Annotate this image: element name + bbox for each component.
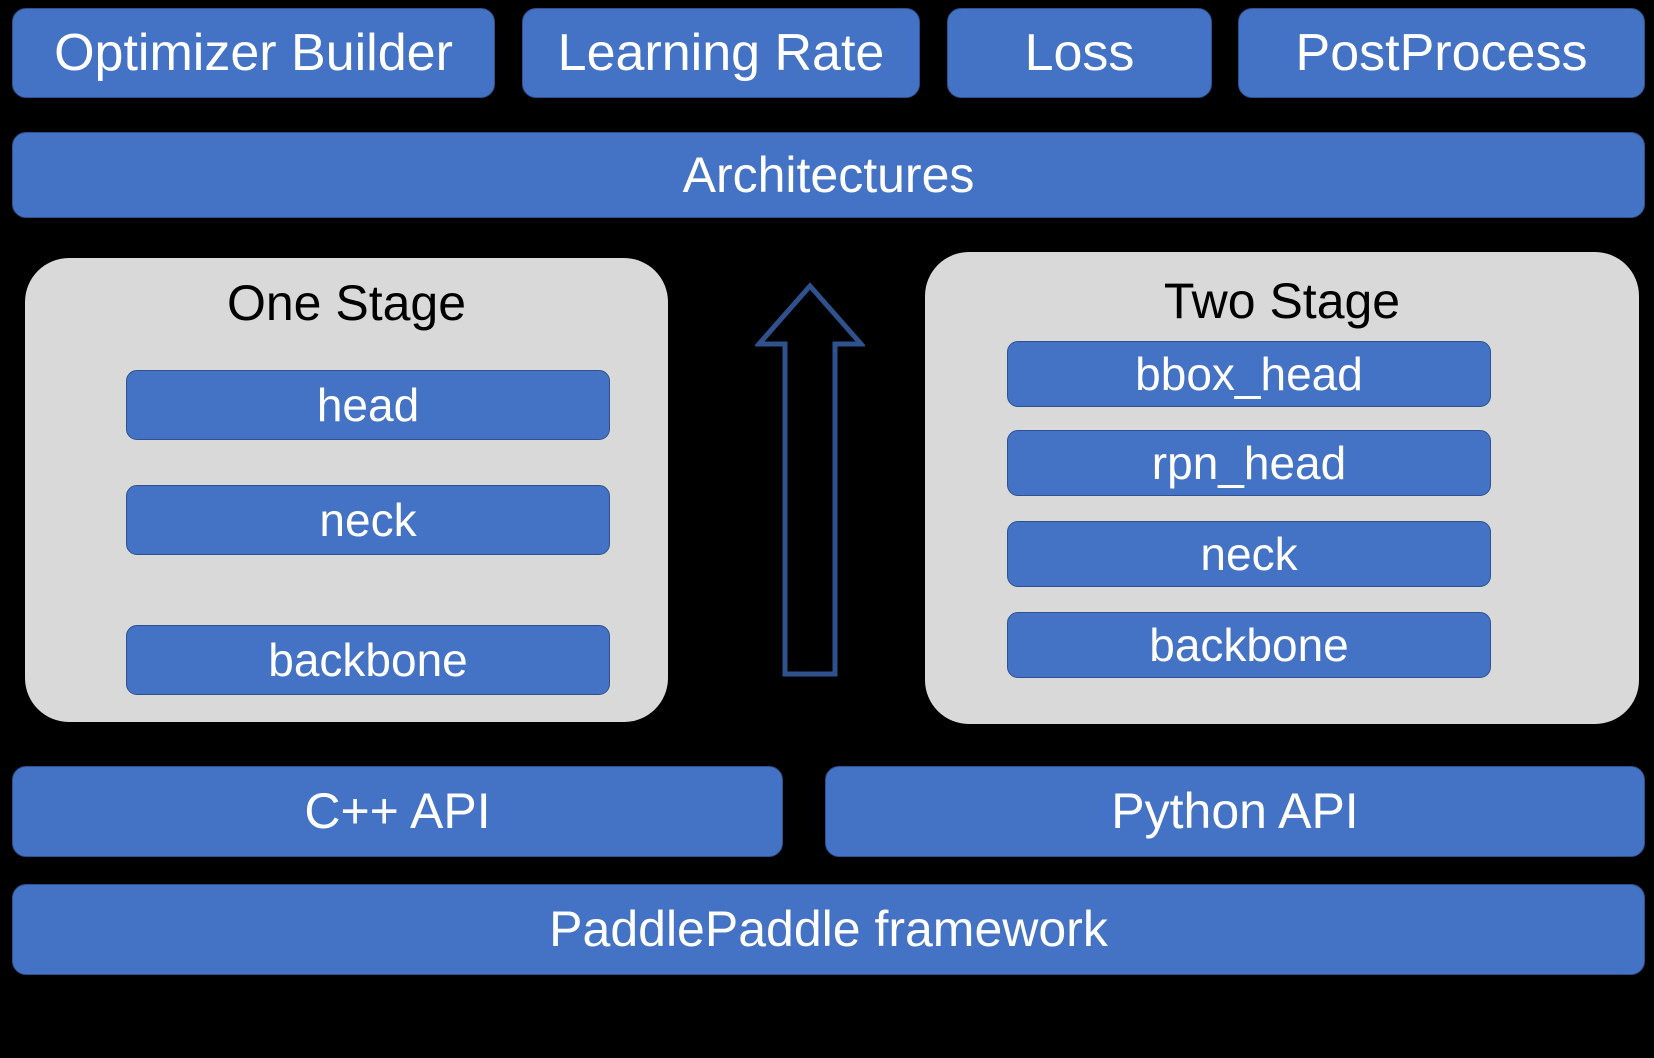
bar-architectures[interactable]: Architectures [12,132,1645,218]
module-two-stage-neck[interactable]: neck [1007,521,1491,587]
module-one-stage-backbone[interactable]: backbone [126,625,610,695]
chip-loss[interactable]: Loss [947,8,1212,98]
bar-cpp-api[interactable]: C++ API [12,766,783,857]
title-one-stage: One Stage [226,275,467,331]
module-two-stage-bbox-head[interactable]: bbox_head [1007,341,1491,407]
title-two-stage: Two Stage [1163,273,1401,329]
module-two-stage-rpn-head[interactable]: rpn_head [1007,430,1491,496]
module-two-stage-backbone[interactable]: backbone [1007,612,1491,678]
chip-learning-rate[interactable]: Learning Rate [522,8,920,98]
bar-paddlepaddle-framework[interactable]: PaddlePaddle framework [12,884,1645,975]
module-one-stage-head[interactable]: head [126,370,610,440]
chip-optimizer-builder[interactable]: Optimizer Builder [12,8,495,98]
up-arrow-icon [755,282,865,678]
bar-python-api[interactable]: Python API [825,766,1645,857]
chip-postprocess[interactable]: PostProcess [1238,8,1645,98]
module-one-stage-neck[interactable]: neck [126,485,610,555]
